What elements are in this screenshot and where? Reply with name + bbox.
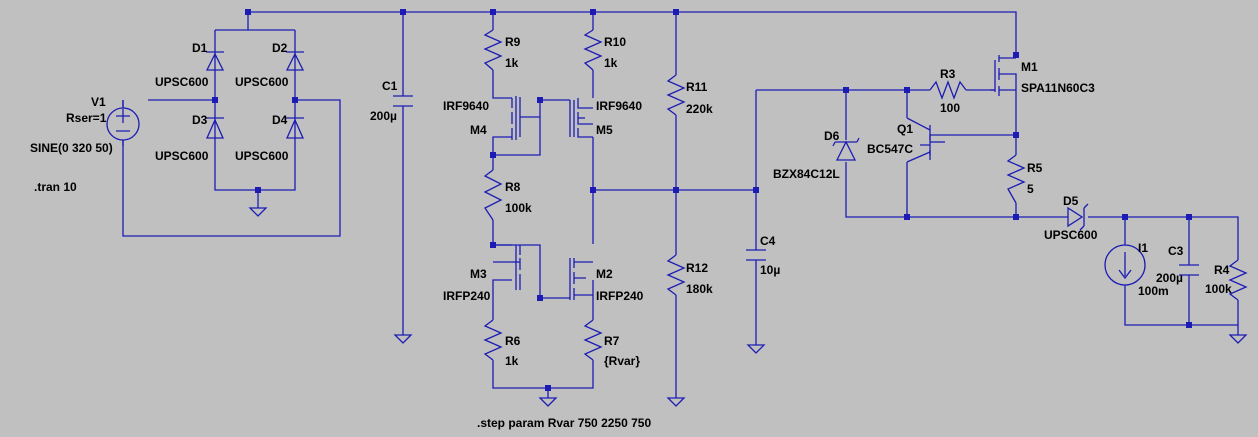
resistor-r9[interactable] <box>483 29 503 71</box>
i1-name: I1 <box>1138 241 1148 255</box>
d1-value: UPSC600 <box>155 75 209 89</box>
c3-name: C3 <box>1168 244 1184 258</box>
d3-name: D3 <box>192 113 208 127</box>
r12-value: 180k <box>686 282 713 296</box>
diode-d5[interactable] <box>1062 203 1089 231</box>
resistor-r11[interactable] <box>666 74 686 116</box>
r11-value: 220k <box>686 102 713 116</box>
mosfet-m4[interactable] <box>511 96 540 140</box>
r3-name: R3 <box>940 67 956 81</box>
ground-icon <box>538 397 558 407</box>
r5-value: 5 <box>1027 182 1034 196</box>
d5-name: D5 <box>1063 194 1079 208</box>
r9-name: R9 <box>505 35 521 49</box>
resistor-r5[interactable] <box>1006 154 1026 204</box>
r8-value: 100k <box>505 201 532 215</box>
c4-name: C4 <box>760 234 776 248</box>
m2-name: M2 <box>596 267 613 281</box>
d6-value: BZX84C12L <box>773 167 840 181</box>
d5-value: UPSC600 <box>1044 228 1098 242</box>
wires <box>122 11 1239 398</box>
step-directive: .step param Rvar 750 2250 750 <box>477 416 651 430</box>
m3-name: M3 <box>470 267 487 281</box>
r4-value: 100k <box>1205 282 1232 296</box>
resistor-r6[interactable] <box>483 319 503 361</box>
ground-icon <box>248 207 268 217</box>
d1-name: D1 <box>192 41 208 55</box>
i1-value: 100m <box>1138 284 1169 298</box>
resistor-r7[interactable] <box>583 319 603 361</box>
v1-value: SINE(0 320 50) <box>30 141 113 155</box>
c4-value: 10µ <box>760 263 780 277</box>
m4-value: IRF9640 <box>443 99 489 113</box>
r10-value: 1k <box>604 56 618 70</box>
d4-name: D4 <box>272 113 288 127</box>
mosfet-m2[interactable] <box>569 258 593 300</box>
r12-name: R12 <box>686 261 708 275</box>
diode-d1[interactable] <box>205 50 225 73</box>
mosfet-m3[interactable] <box>512 245 521 290</box>
junctions <box>212 9 1192 391</box>
zener-diode-d6[interactable] <box>832 137 860 161</box>
capacitor-c4[interactable] <box>746 249 766 261</box>
diode-d4[interactable] <box>285 116 305 170</box>
capacitor-c1[interactable] <box>393 95 413 107</box>
resistor-r4[interactable] <box>1228 259 1248 301</box>
labels: V1 Rser=1 SINE(0 320 50) .tran 10 D1 UPS… <box>30 35 1232 430</box>
d2-name: D2 <box>272 41 288 55</box>
m1-name: M1 <box>1021 60 1038 74</box>
d6-name: D6 <box>824 129 840 143</box>
ground-icon <box>666 397 686 407</box>
mosfet-m5[interactable] <box>569 98 593 138</box>
r4-name: R4 <box>1214 263 1230 277</box>
r7-name: R7 <box>604 334 620 348</box>
ground-icon <box>393 334 413 344</box>
q1-name: Q1 <box>897 122 913 136</box>
r8-name: R8 <box>505 180 521 194</box>
d2-value: UPSC600 <box>235 75 289 89</box>
v1-name: V1 <box>91 95 106 109</box>
ground-icon <box>746 344 766 354</box>
d4-value: UPSC600 <box>235 149 289 163</box>
m1-value: SPA11N60C3 <box>1021 81 1095 95</box>
d3-value: UPSC600 <box>155 149 209 163</box>
r10-name: R10 <box>604 35 626 49</box>
m5-value: IRF9640 <box>596 99 642 113</box>
v1-rser: Rser=1 <box>66 111 107 125</box>
ground-symbols <box>248 207 1248 407</box>
r6-name: R6 <box>505 334 521 348</box>
resistor-r8[interactable] <box>483 169 503 221</box>
r11-name: R11 <box>686 80 708 94</box>
m2-value: IRFP240 <box>596 289 644 303</box>
capacitor-c3[interactable] <box>1179 264 1199 276</box>
r5-name: R5 <box>1027 161 1043 175</box>
resistor-r10[interactable] <box>583 29 603 71</box>
resistor-r3[interactable] <box>929 80 967 100</box>
current-source-i1[interactable] <box>1104 244 1146 286</box>
m5-name: M5 <box>596 123 613 137</box>
mosfet-m1[interactable] <box>990 55 1017 105</box>
m3-value: IRFP240 <box>443 289 491 303</box>
wire-top-rail <box>248 11 1017 55</box>
q1-value: BC547C <box>867 142 913 156</box>
ground-icon <box>1228 334 1248 344</box>
diode-d3[interactable] <box>205 116 225 170</box>
c3-value: 200µ <box>1156 271 1183 285</box>
resistor-r12[interactable] <box>666 254 686 296</box>
r7-value: {Rvar} <box>604 354 640 368</box>
diode-d2[interactable] <box>285 50 305 73</box>
voltage-source-v1[interactable] <box>106 100 140 146</box>
tran-directive: .tran 10 <box>34 180 77 194</box>
m4-name: M4 <box>470 123 487 137</box>
c1-name: C1 <box>382 79 398 93</box>
transistor-q1[interactable] <box>906 117 945 163</box>
c1-value: 200µ <box>370 109 397 123</box>
r6-value: 1k <box>505 354 519 368</box>
r3-value: 100 <box>940 101 960 115</box>
r9-value: 1k <box>505 56 519 70</box>
